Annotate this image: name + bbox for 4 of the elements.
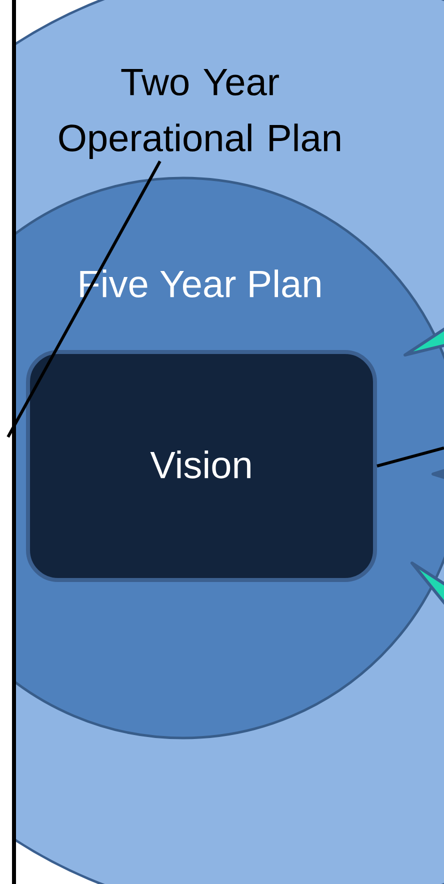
node-label: Two Year Operational Plan (59, 69, 340, 160)
leader-line (6, 160, 162, 438)
rounded-box: Vision (26, 350, 377, 582)
leader-line (376, 446, 444, 468)
